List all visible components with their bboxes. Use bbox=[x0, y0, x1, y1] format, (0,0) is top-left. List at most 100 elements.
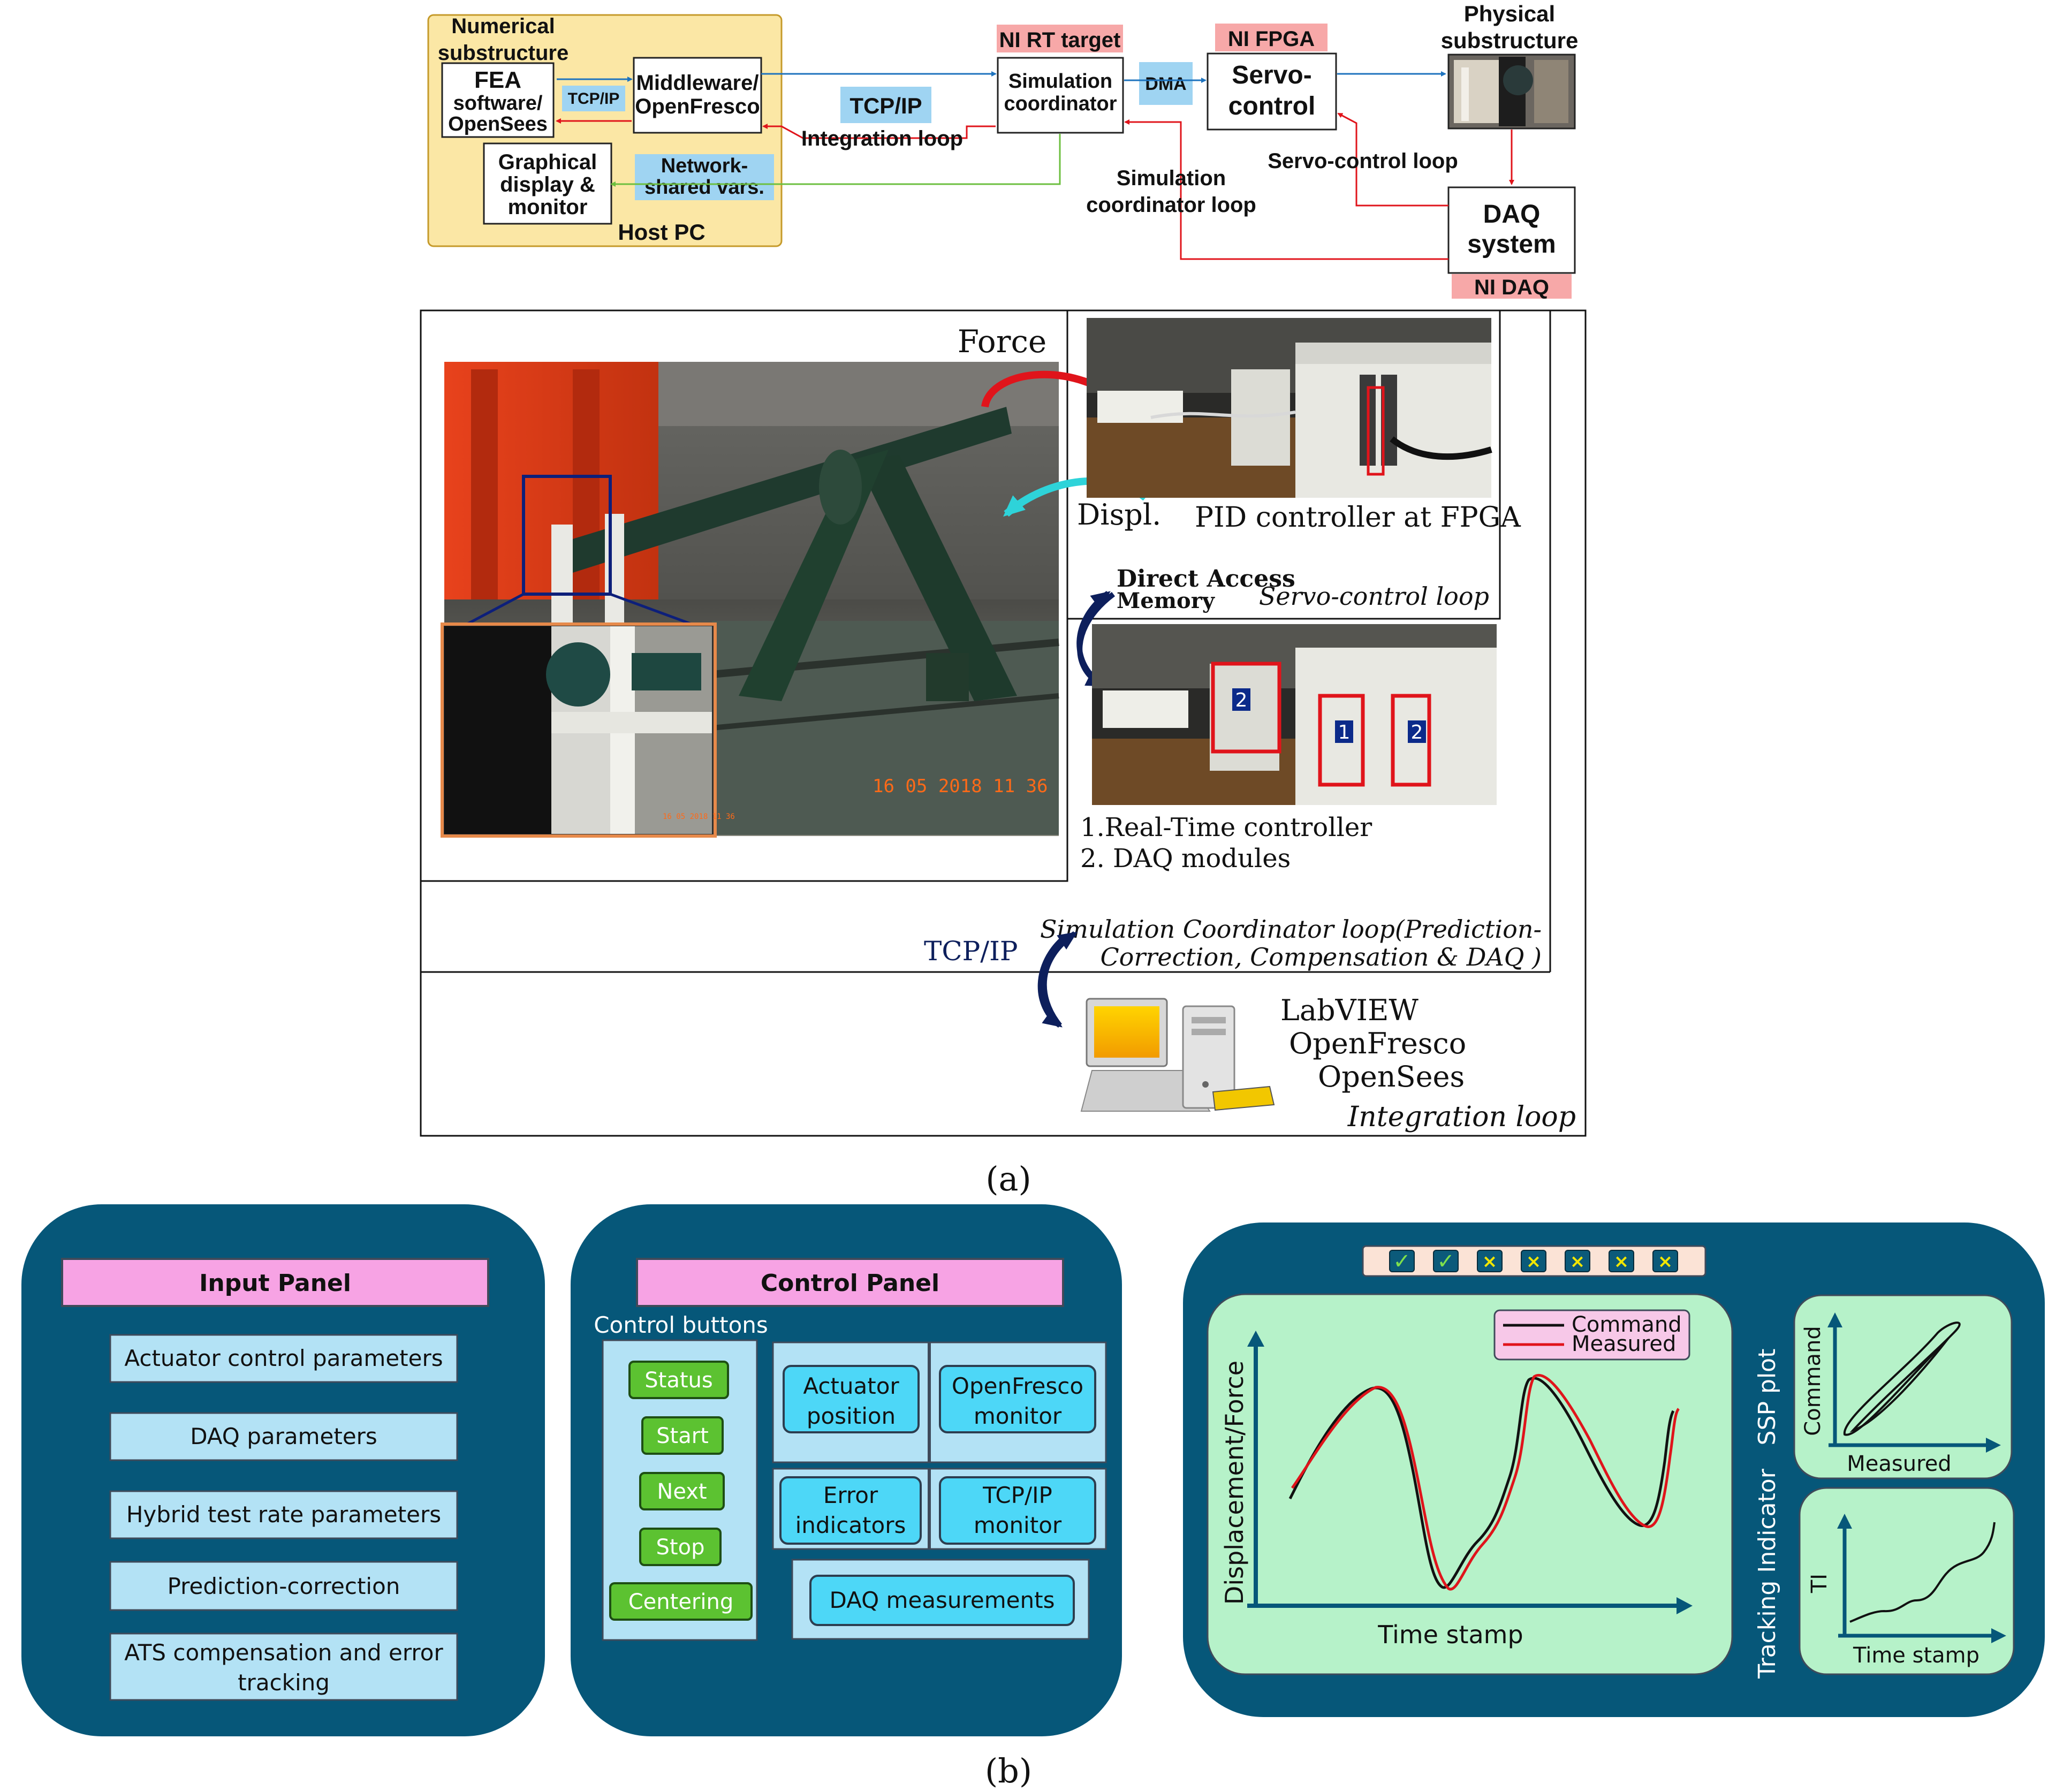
graphical-label: Graphical bbox=[498, 150, 597, 174]
badge-1: 1 bbox=[1338, 722, 1351, 743]
tcpip-label: TCP/IP bbox=[849, 93, 922, 118]
hybrid-test-rate-parameters-label: Hybrid test rate parameters bbox=[126, 1501, 441, 1528]
prediction-correction-label: Prediction-correction bbox=[168, 1573, 400, 1599]
main-plot-xlabel: Time stamp bbox=[1377, 1620, 1523, 1649]
daq-measurements-label: DAQ measurements bbox=[830, 1587, 1055, 1613]
ssp-side-label: SSP plot bbox=[1754, 1349, 1781, 1446]
daq-parameters[interactable] bbox=[109, 1412, 458, 1461]
daq-parameters-label: DAQ parameters bbox=[190, 1423, 377, 1449]
actuator-control-parameters-label: Actuator control parameters bbox=[124, 1345, 443, 1371]
photo-composite: 16 05 2018 11 36 16 05 2018 11 36 Force bbox=[420, 309, 1587, 1137]
servo-control-label: Servo- bbox=[1232, 61, 1311, 89]
status-button[interactable] bbox=[628, 1361, 729, 1399]
start-button-label: Start bbox=[656, 1424, 709, 1448]
command-series-line bbox=[1288, 1377, 1675, 1589]
simulation-coordinator-label-2: coordinator bbox=[1004, 93, 1117, 115]
desktop-computer-icon bbox=[1080, 998, 1275, 1112]
fea-label: FEA bbox=[474, 67, 521, 93]
ssp-xlabel: Measured bbox=[1847, 1452, 1951, 1476]
actuator-position-label: Actuator bbox=[803, 1373, 899, 1399]
pid-controller-label: PID controller at FPGA bbox=[1195, 502, 1521, 534]
openfresco-monitor-module[interactable] bbox=[939, 1365, 1096, 1433]
fea-label-2: software/ bbox=[453, 92, 543, 115]
stop-button-label: Stop bbox=[656, 1535, 705, 1560]
control-panel-title: Control Panel bbox=[761, 1270, 939, 1297]
tcpip-monitor-label: TCP/IP bbox=[982, 1482, 1052, 1508]
tcpip-photo-label: TCP/IP bbox=[924, 936, 1018, 967]
openfresco-monitor-label-2: monitor bbox=[974, 1403, 1062, 1429]
servo-loop-label: Servo-control loop bbox=[1259, 582, 1489, 611]
centering-button-label: Centering bbox=[628, 1590, 733, 1614]
ats-compensation[interactable] bbox=[109, 1632, 458, 1701]
daq-system-box bbox=[1447, 186, 1576, 274]
badge-2-right: 2 bbox=[1411, 722, 1423, 743]
middleware-label: Middleware/ bbox=[636, 71, 759, 95]
centering-button[interactable] bbox=[609, 1582, 753, 1621]
cross-icon: × bbox=[1658, 1251, 1673, 1272]
fea-software-box bbox=[441, 62, 555, 138]
status-indicator-box bbox=[1652, 1250, 1678, 1272]
servo-control-label-2: control bbox=[1228, 92, 1316, 120]
control-buttons-label: Control buttons bbox=[594, 1312, 768, 1338]
monitor-panel: ✓✓××××× Displacement/Force Time stamp Co… bbox=[1183, 1222, 2045, 1717]
cross-icon: × bbox=[1526, 1251, 1542, 1272]
daq-system-label: DAQ bbox=[1483, 200, 1541, 229]
error-indicators-module[interactable] bbox=[779, 1476, 922, 1545]
ti-xlabel: Time stamp bbox=[1853, 1643, 1979, 1668]
error-indicators-label-2: indicators bbox=[795, 1512, 906, 1538]
host-pc-label: Host PC bbox=[618, 219, 705, 245]
ni-rt-target-label: NI RT target bbox=[999, 28, 1121, 52]
next-button[interactable] bbox=[639, 1472, 725, 1510]
legend-realtime: 1.Real-Time controller bbox=[1080, 813, 1372, 842]
cross-icon: × bbox=[1570, 1251, 1586, 1272]
daq-measurements-module[interactable] bbox=[809, 1575, 1075, 1626]
ni-daq-label: NI DAQ bbox=[1474, 276, 1549, 299]
ti-curve bbox=[1849, 1522, 1996, 1623]
main-plot-area bbox=[1207, 1293, 1733, 1675]
hybrid-test-rate-parameters[interactable] bbox=[109, 1490, 458, 1539]
ti-side-label: Tracking Indicator bbox=[1754, 1468, 1781, 1679]
error-indicators-label: Error bbox=[823, 1482, 878, 1508]
tcpip-small-label: TCP/IP bbox=[568, 90, 620, 108]
integration-loop-label: Integration loop bbox=[801, 127, 963, 150]
ats-compensation-label: ATS compensation and error bbox=[124, 1639, 443, 1666]
physical-substructure-photo bbox=[1447, 54, 1576, 130]
servo-control-box bbox=[1207, 52, 1337, 131]
ni-fpga-badge bbox=[1215, 24, 1328, 51]
middleware-box bbox=[633, 57, 762, 134]
graphical-label-3: monitor bbox=[508, 195, 588, 219]
ni-fpga-label: NI FPGA bbox=[1228, 27, 1315, 51]
cross-icon: × bbox=[1482, 1251, 1498, 1272]
caption-b: (b) bbox=[985, 1751, 1032, 1790]
inset-photo: 16 05 2018 11 36 bbox=[441, 622, 735, 838]
badge-2-left: 2 bbox=[1235, 689, 1248, 711]
fea-label-3: OpenSees bbox=[448, 113, 548, 135]
legend-measured: Measured bbox=[1572, 1332, 1676, 1356]
opensees-label: OpenSees bbox=[1318, 1060, 1465, 1094]
prediction-correction[interactable] bbox=[109, 1561, 458, 1611]
physical-substructure-label-2: substructure bbox=[1441, 28, 1579, 53]
numerical-substructure-label-2: substructure bbox=[438, 41, 569, 65]
servo-control-loop-label: Servo-control loop bbox=[1268, 149, 1458, 173]
actuator-position-module[interactable] bbox=[783, 1365, 920, 1433]
block-diagram: Numerical substructure FEA software/ Ope… bbox=[427, 1, 1579, 299]
coordinator-loop-label-2: Correction, Compensation & DAQ ) bbox=[1100, 943, 1542, 971]
coordinator-loop-label: Simulation Coordinator loop(Prediction- bbox=[1040, 915, 1542, 944]
inset-timestamp: 16 05 2018 11 36 bbox=[663, 813, 735, 821]
simulation-coordinator-box bbox=[997, 57, 1124, 134]
ssp-ylabel: Command bbox=[1801, 1326, 1825, 1436]
stop-button[interactable] bbox=[639, 1528, 722, 1566]
start-button[interactable] bbox=[641, 1416, 724, 1455]
network-shared-badge bbox=[635, 154, 774, 200]
tcpip-monitor-module[interactable] bbox=[939, 1476, 1096, 1545]
tcpip-monitor-label-2: monitor bbox=[974, 1512, 1062, 1538]
dma-label: DMA bbox=[1145, 74, 1186, 94]
numerical-substructure-label: Numerical bbox=[451, 14, 555, 38]
status-indicator-box bbox=[1477, 1250, 1503, 1272]
control-panel: Control Panel Control buttons Status Sta… bbox=[571, 1204, 1122, 1736]
ni-daq-badge bbox=[1452, 274, 1572, 299]
check-icon: ✓ bbox=[1437, 1249, 1455, 1274]
legend-command: Command bbox=[1572, 1312, 1682, 1337]
actuator-control-parameters[interactable] bbox=[109, 1334, 458, 1383]
